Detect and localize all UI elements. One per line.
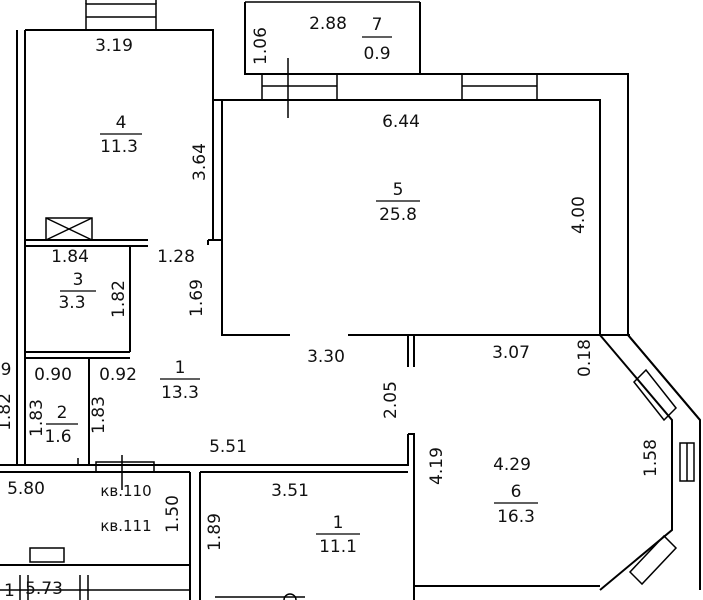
room-5-number: 5 [393, 180, 404, 200]
dimension-labels: 2.88 1.06 3.19 6.44 3.64 4.00 1.84 1.28 … [0, 14, 661, 600]
dim-1-06: 1.06 [251, 27, 271, 65]
window-room-5a [261, 73, 338, 101]
dim-6-44: 6.44 [382, 112, 420, 132]
dim-1-83a: 1.83 [27, 399, 47, 437]
room-2-area: 1.6 [44, 427, 71, 447]
room-7-number: 7 [372, 15, 383, 35]
apartment-111-label: кв.111 [100, 517, 151, 535]
room-3-area: 3.3 [58, 293, 85, 313]
dim-4-19: 4.19 [427, 447, 447, 485]
dim-3-30: 3.30 [307, 347, 345, 367]
dim-5-80: 5.80 [7, 479, 45, 499]
dim-1-82b: 1.82 [0, 393, 15, 431]
room-5-area: 25.8 [379, 205, 417, 225]
dim-1-89: 1.89 [205, 513, 225, 551]
room-2-number: 2 [57, 403, 68, 423]
dim-0-18: 0.18 [575, 339, 595, 377]
dim-2-05: 2.05 [381, 381, 401, 419]
window-room-5b [461, 73, 538, 101]
dim-0-92: 0.92 [99, 365, 137, 385]
dim-1-83b: 1.83 [89, 396, 109, 434]
room-7-area: 0.9 [363, 44, 390, 64]
dim-1-58: 1.58 [641, 439, 661, 477]
dim-1-82: 1.82 [109, 280, 129, 318]
dim-3-07: 3.07 [492, 343, 530, 363]
dim-4-29: 4.29 [493, 455, 531, 475]
wall-room-5 [221, 99, 601, 336]
room-4-area: 11.3 [100, 137, 138, 157]
dim-3-64: 3.64 [190, 143, 210, 181]
dim-4-00: 4.00 [569, 196, 589, 234]
room-1b-number: 1 [333, 513, 344, 533]
apartment-110-label: кв.110 [100, 482, 151, 500]
wall-corridor [25, 335, 415, 466]
dim-3-51: 3.51 [271, 481, 309, 501]
wall-room-7 [244, 2, 421, 75]
dim-1-69: 1.69 [187, 279, 207, 317]
room-6-number: 6 [511, 482, 522, 502]
dim-1-50: 1.50 [163, 495, 183, 533]
room-3-number: 3 [73, 270, 84, 290]
dim-0-90: 0.90 [34, 365, 72, 385]
vent-box [45, 217, 93, 241]
dim-1-fragment: 1 [4, 581, 15, 600]
dim-5-73: 5.73 [25, 579, 63, 599]
dim-9-fragment: 9 [1, 360, 12, 380]
room-6-area: 16.3 [497, 507, 535, 527]
room-1-area: 13.3 [161, 383, 199, 403]
room-1b-area: 11.1 [319, 537, 357, 557]
room-4-number: 4 [116, 113, 127, 133]
room-1-number: 1 [175, 358, 186, 378]
dim-3-19: 3.19 [95, 36, 133, 56]
room-labels: 7 0.9 4 11.3 5 25.8 3 3.3 1 13.3 2 1.6 6… [44, 15, 538, 557]
dim-1-28: 1.28 [157, 247, 195, 267]
dim-2-88: 2.88 [309, 14, 347, 34]
apartment-labels: кв.110 кв.111 [100, 482, 151, 535]
dim-5-51: 5.51 [209, 437, 247, 457]
bay-window [599, 334, 701, 591]
dim-1-84: 1.84 [51, 247, 89, 267]
